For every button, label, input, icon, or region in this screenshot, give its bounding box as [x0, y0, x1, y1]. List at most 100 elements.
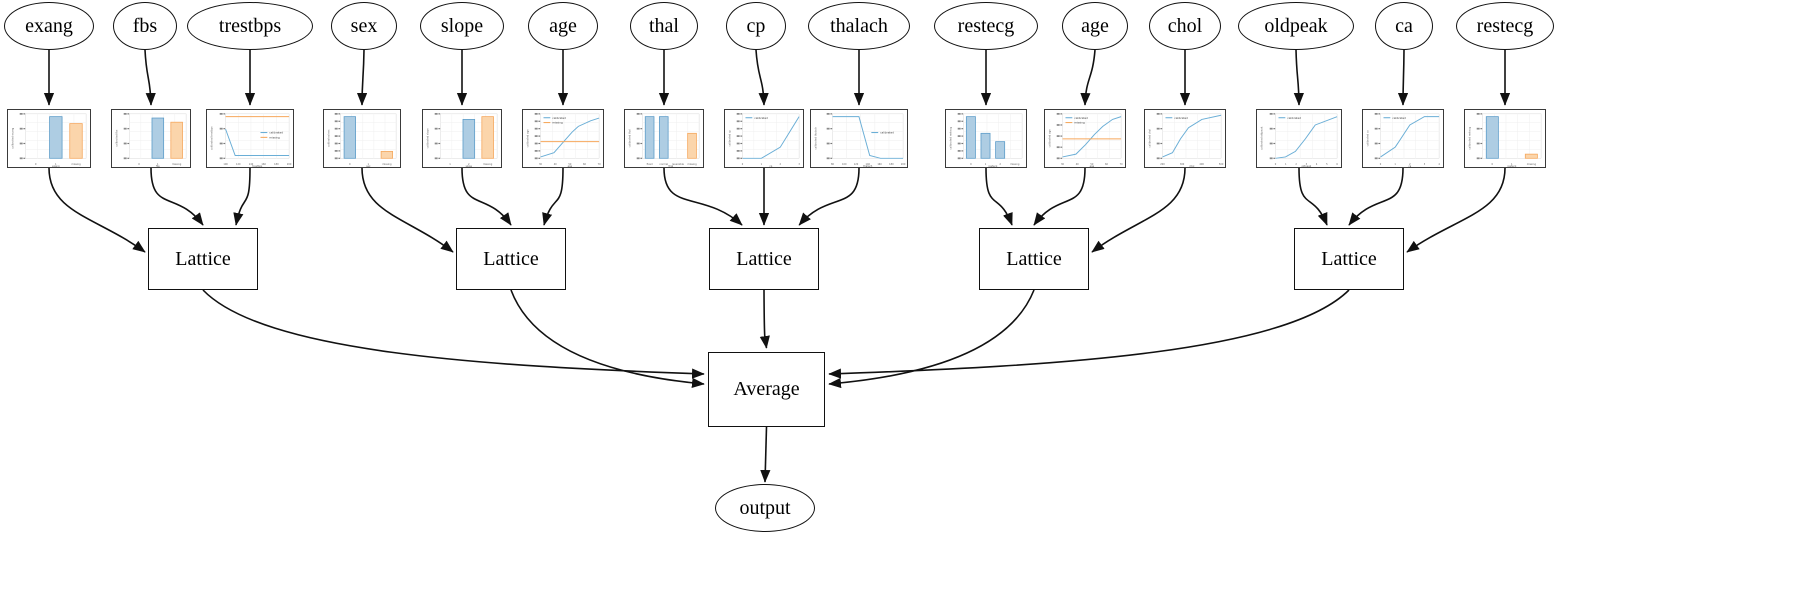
svg-text:missing: missing: [172, 163, 182, 166]
svg-text:500: 500: [1219, 163, 1224, 166]
svg-text:missing: missing: [1010, 163, 1020, 166]
input-node-slope-4[interactable]: slope: [420, 2, 504, 50]
svg-text:5: 5: [1326, 163, 1328, 166]
svg-text:slope: slope: [466, 165, 473, 167]
lattice-node-3[interactable]: Lattice: [979, 228, 1089, 290]
input-node-ca-13[interactable]: ca: [1375, 2, 1433, 50]
svg-text:age: age: [1090, 165, 1095, 167]
svg-text:3: 3: [1424, 163, 1426, 166]
svg-text:calibrated cp: calibrated cp: [727, 130, 731, 147]
svg-text:fixed: fixed: [647, 163, 653, 166]
edge-input-to-calibrator-3: [356, 49, 368, 106]
svg-text:1: 1: [55, 163, 57, 166]
svg-text:30: 30: [539, 163, 542, 166]
input-node-label: oldpeak: [1264, 15, 1328, 37]
edge-calibrator-to-lattice-4-0: [1298, 167, 1328, 226]
svg-text:180: 180: [889, 163, 894, 166]
input-node-thal-6[interactable]: thal: [630, 2, 698, 50]
svg-text:0: 0: [742, 163, 744, 166]
svg-text:missing: missing: [483, 163, 493, 166]
lattice-node-1[interactable]: Lattice: [456, 228, 566, 290]
input-node-age-5[interactable]: age: [528, 2, 598, 50]
svg-text:80: 80: [831, 163, 835, 166]
svg-text:1: 1: [449, 163, 451, 166]
svg-text:chol: chol: [1189, 165, 1194, 167]
edge-lattice-to-average-3: [828, 289, 1035, 389]
svg-text:calibrated age: calibrated age: [525, 129, 529, 147]
svg-text:age: age: [568, 165, 573, 167]
input-node-fbs-1[interactable]: fbs: [113, 2, 177, 50]
svg-text:140: 140: [866, 163, 871, 166]
svg-text:thal: thal: [669, 165, 674, 167]
svg-text:normal: normal: [660, 163, 669, 166]
lattice-node-label: Lattice: [483, 247, 539, 270]
svg-text:missing: missing: [382, 163, 392, 166]
svg-text:180: 180: [274, 163, 279, 166]
input-node-age-10[interactable]: age: [1062, 2, 1128, 50]
lattice-node-2[interactable]: Lattice: [709, 228, 819, 290]
output-node-label: output: [739, 497, 791, 519]
svg-text:fbs: fbs: [156, 165, 160, 167]
svg-text:200: 200: [287, 163, 292, 166]
input-node-restecg-9[interactable]: restecg: [934, 2, 1038, 50]
edge-calibrator-to-lattice-4-1: [1348, 167, 1404, 226]
svg-text:50: 50: [1090, 163, 1093, 166]
svg-text:ca: ca: [1408, 165, 1411, 167]
edge-calibrator-to-lattice-2-2: [798, 167, 860, 226]
svg-text:0: 0: [349, 163, 351, 166]
svg-text:calibrated: calibrated: [880, 131, 894, 135]
input-node-cp-7[interactable]: cp: [726, 2, 786, 50]
svg-text:4: 4: [1438, 163, 1440, 166]
svg-text:missing: missing: [71, 163, 81, 166]
svg-text:calibrated: calibrated: [754, 116, 768, 120]
svg-text:1: 1: [761, 163, 763, 166]
svg-text:calibrated fbs: calibrated fbs: [114, 129, 118, 147]
svg-text:reversible: reversible: [672, 163, 684, 166]
svg-text:2: 2: [1409, 163, 1411, 166]
svg-text:calibrated slope: calibrated slope: [425, 128, 429, 148]
input-node-sex-3[interactable]: sex: [331, 2, 397, 50]
svg-text:50: 50: [568, 163, 571, 166]
input-node-label: cp: [746, 15, 766, 37]
lattice-node-label: Lattice: [736, 247, 792, 270]
svg-text:trestbps: trestbps: [252, 165, 263, 167]
svg-text:2: 2: [1295, 163, 1297, 166]
svg-text:160: 160: [261, 163, 266, 166]
svg-text:calibrated age: calibrated age: [1047, 129, 1051, 147]
input-node-oldpeak-12[interactable]: oldpeak: [1238, 2, 1354, 50]
svg-text:missing: missing: [269, 136, 280, 140]
input-node-label: thalach: [830, 15, 888, 37]
input-node-thalach-8[interactable]: thalach: [808, 2, 910, 50]
input-node-label: age: [549, 15, 577, 37]
lattice-node-0[interactable]: Lattice: [148, 228, 258, 290]
input-node-trestbps-2[interactable]: trestbps: [187, 2, 313, 50]
input-node-label: fbs: [132, 15, 158, 37]
svg-text:calibrated: calibrated: [552, 116, 566, 120]
svg-text:thalach: thalach: [863, 165, 873, 167]
output-node[interactable]: output: [715, 484, 815, 532]
svg-text:exang: exang: [52, 165, 60, 167]
input-node-exang-0[interactable]: exang: [4, 2, 94, 50]
svg-text:calibrated thalach: calibrated thalach: [813, 127, 817, 150]
svg-text:calibrated trestbps: calibrated trestbps: [209, 126, 213, 150]
svg-text:missing: missing: [1527, 163, 1537, 166]
average-node[interactable]: Average: [708, 352, 825, 427]
svg-text:missing: missing: [687, 163, 697, 166]
lattice-node-4[interactable]: Lattice: [1294, 228, 1404, 290]
svg-text:missing: missing: [1074, 121, 1085, 125]
input-node-chol-11[interactable]: chol: [1149, 2, 1221, 50]
input-node-restecg-14[interactable]: restecg: [1456, 2, 1554, 50]
edge-input-to-calibrator-7: [755, 49, 769, 106]
input-node-label: sex: [350, 15, 378, 37]
input-node-label: age: [1081, 15, 1109, 37]
svg-text:30: 30: [1061, 163, 1064, 166]
input-node-label: restecg: [1476, 15, 1534, 37]
edge-lattice-to-average-4: [828, 289, 1350, 379]
svg-text:2: 2: [780, 163, 782, 166]
